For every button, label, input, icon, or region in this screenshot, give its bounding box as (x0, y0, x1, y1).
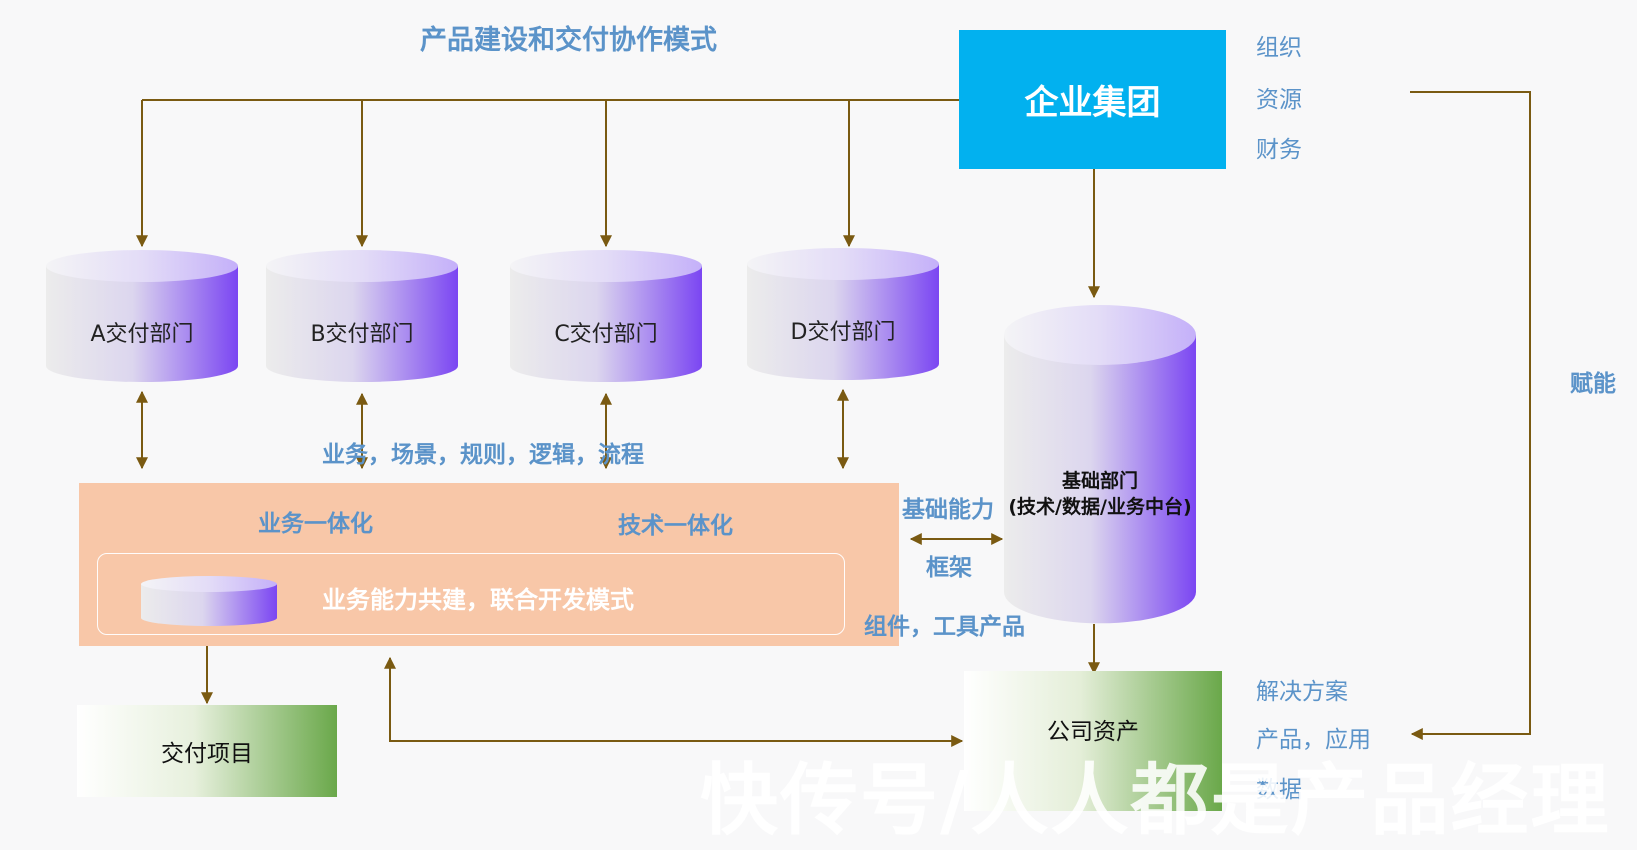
group-resource-res: 资源 (1256, 87, 1302, 113)
dept-a-label: A交付部门 (90, 322, 194, 347)
dept-c-label: C交付部门 (554, 322, 658, 347)
asset-item-solution: 解决方案 (1256, 679, 1348, 705)
group-distribution-lines (136, 99, 959, 248)
dept-d-label: D交付部门 (790, 320, 896, 345)
company-assets-box: 公司资产 (964, 671, 1222, 811)
arrow-integration-to-assets (384, 656, 964, 747)
cylinder-dept-c (510, 250, 702, 382)
cylinder-dept-d (747, 248, 939, 380)
diagram-canvas (46, 91, 1531, 747)
dept-integration-arrows (136, 388, 849, 470)
base-dept-sublabel: (技术/数据/业务中台) (1008, 496, 1192, 518)
watermark-text: 快传号/人人都是产品经理 (700, 756, 1611, 846)
diagram-title: 产品建设和交付协作模式 (420, 25, 717, 56)
company-assets-label: 公司资产 (1047, 719, 1139, 745)
empower-label: 赋能 (1570, 371, 1616, 397)
group-box: 企业集团 (959, 30, 1226, 169)
group-resource-org: 组织 (1256, 35, 1302, 61)
cobuild-frame (97, 553, 845, 635)
base-dept-label: 基础部门 (1061, 470, 1138, 492)
flow-label: 业务，场景，规则，逻辑，流程 (322, 442, 644, 468)
delivery-project-box: 交付项目 (77, 705, 337, 797)
cylinder-base-dept (1004, 305, 1196, 624)
group-resource-finance: 财务 (1256, 137, 1302, 163)
components-label: 组件，工具产品 (864, 614, 1025, 640)
cobuild-label: 业务能力共建，联合开发模式 (322, 586, 634, 614)
cylinder-dept-b (266, 250, 458, 382)
business-integration-label: 业务一体化 (258, 511, 373, 537)
framework-label: 框架 (926, 555, 972, 581)
cylinder-dept-a (46, 250, 238, 382)
asset-item-data: 数据 (1256, 777, 1302, 803)
dept-b-label: B交付部门 (310, 322, 414, 347)
tech-integration-label: 技术一体化 (618, 513, 733, 539)
base-capability-label: 基础能力 (902, 497, 994, 523)
arrow-empower-loop (1410, 91, 1531, 740)
asset-item-product: 产品，应用 (1256, 727, 1371, 753)
